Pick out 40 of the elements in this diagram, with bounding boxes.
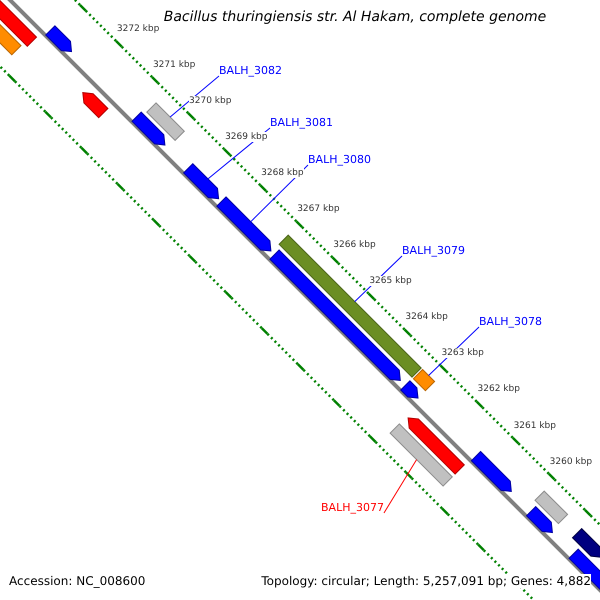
gene-feature bbox=[216, 196, 272, 252]
scale-label: 3265 kbp bbox=[369, 276, 412, 286]
scale-label: 3272 kbp bbox=[116, 24, 160, 34]
gene-feature bbox=[470, 450, 512, 492]
gene-label: BALH_3078 bbox=[479, 315, 542, 328]
leader-line bbox=[170, 76, 220, 118]
leader-line bbox=[383, 459, 418, 514]
gene-feature bbox=[131, 111, 166, 146]
scale-label: 3268 kbp bbox=[261, 168, 304, 178]
scale-label: 3269 kbp bbox=[225, 132, 268, 142]
gene-feature bbox=[526, 506, 553, 534]
gene-label: BALH_3079 bbox=[402, 244, 465, 257]
scale-label: 3263 kbp bbox=[441, 348, 484, 358]
gene-label: BALH_3077 bbox=[321, 501, 384, 514]
map-title: Bacillus thuringiensis str. Al Hakam, complete genome bbox=[164, 9, 546, 25]
gene-feature bbox=[408, 417, 465, 475]
gene-feature bbox=[400, 380, 419, 399]
gene-label: BALH_3081 bbox=[270, 116, 333, 129]
gene-feature bbox=[82, 92, 109, 118]
gene-label: BALH_3082 bbox=[219, 64, 282, 77]
genome-summary: Topology: circular; Length: 5,257,091 bp; Genes: 4,882 bbox=[261, 574, 591, 588]
gene-feature bbox=[182, 163, 220, 200]
scale-label: 3262 kbp bbox=[478, 384, 520, 394]
leader-line bbox=[250, 164, 308, 222]
scale-label: 3266 kbp bbox=[333, 240, 376, 250]
scale-label: 3267 kbp bbox=[297, 204, 340, 214]
gene-feature bbox=[572, 528, 600, 558]
gene-bar bbox=[534, 490, 568, 524]
accession-note: Accession: NC_008600 bbox=[9, 574, 146, 588]
gene-bar bbox=[146, 102, 185, 142]
scale-label: 3260 kbp bbox=[550, 456, 592, 467]
scale-label: 3271 kbp bbox=[152, 60, 196, 70]
scale-label: 3264 kbp bbox=[405, 312, 448, 322]
scale-label: 3261 kbp bbox=[514, 420, 556, 431]
gene-bar bbox=[412, 368, 436, 392]
gene-bar bbox=[389, 423, 453, 487]
gene-feature bbox=[0, 0, 38, 47]
gene-label: BALH_3080 bbox=[308, 153, 371, 166]
scale-label: 3270 kbp bbox=[189, 96, 232, 106]
gene-feature bbox=[45, 25, 72, 52]
